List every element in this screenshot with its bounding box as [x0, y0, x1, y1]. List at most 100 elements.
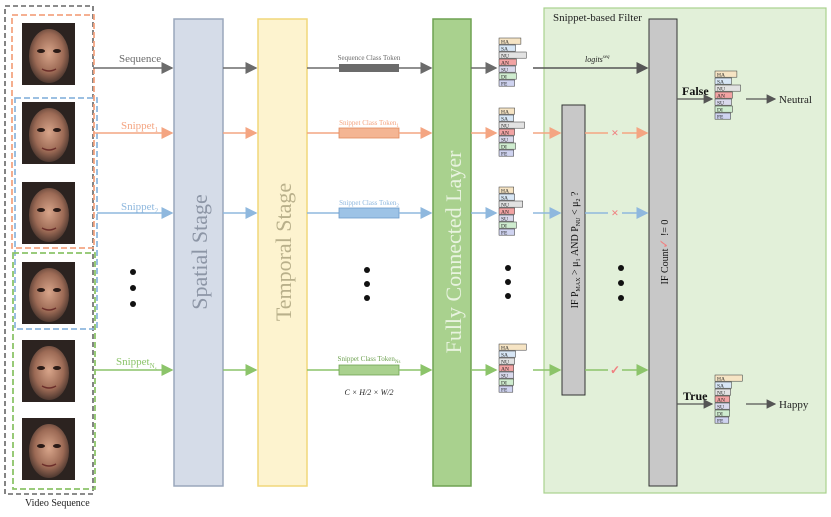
sequence-label: Sequence — [119, 53, 161, 65]
snippet1-label: Snippet1 — [121, 120, 159, 134]
temporal-stage-box — [257, 18, 308, 487]
ellipsis-middle — [364, 267, 370, 301]
prob-bar-label: SU — [501, 216, 508, 222]
prob-bar-an — [498, 58, 517, 66]
snippet1-reject-mark: × — [611, 125, 618, 140]
snippet2-label: Snippet2 — [121, 201, 159, 215]
prob-bar-di — [498, 72, 517, 80]
prob-bar-di — [498, 378, 514, 386]
prob-bar-label: DI — [501, 74, 507, 80]
prob-bar-ha — [714, 70, 738, 78]
snippet2-token-row: Snippet Class Token2 — [307, 199, 433, 219]
snippet1-token-label: Snippet Class Token1 — [339, 119, 399, 129]
filter-title: Snippet-based Filter — [553, 12, 642, 24]
prob-bar-label: AN — [717, 93, 725, 99]
true-label: True — [683, 389, 708, 403]
prob-bar-an — [498, 128, 515, 136]
ellipsis-filter — [618, 265, 624, 301]
prob-bar-an — [498, 364, 514, 372]
prob-bar-label: FE — [717, 418, 724, 424]
prob-bar-label: SU — [501, 137, 508, 143]
prob-bar-nu — [714, 84, 741, 92]
prob-bar-fe — [498, 149, 514, 157]
threshold-condition-box — [561, 104, 586, 396]
ellipsis-right — [505, 265, 511, 299]
prob-bar-di — [714, 105, 733, 113]
snippetN-token-row: Snippet Class TokenNs C × H/2 × W/2 — [307, 355, 433, 397]
face-frame — [22, 102, 75, 164]
happy-label: Happy — [779, 399, 809, 411]
snippetN-row-left: SnippetNs — [95, 356, 174, 376]
snippetN-border — [12, 252, 96, 490]
prob-bar-ha — [498, 37, 522, 45]
prob-bar-di — [714, 409, 730, 417]
prob-bar-sa — [498, 44, 516, 52]
prob-bar-label: FE — [501, 387, 508, 393]
prob-bar-label: SA — [501, 116, 508, 122]
prob-bar-label: FE — [501, 81, 508, 87]
sequence-row-left: Sequence — [93, 53, 174, 74]
prob-bar-label: DI — [501, 223, 507, 229]
prob-bar-label: AN — [501, 366, 509, 372]
threshold-condition-text: IF PMAX > μ1 AND PNU < μ2 ? — [570, 191, 582, 308]
face-frame — [22, 182, 75, 244]
prob-bar-label: SA — [717, 79, 724, 85]
prob-bar-fe — [498, 228, 515, 236]
sequence-token — [339, 64, 399, 72]
prob-bar-su — [714, 402, 730, 410]
prob-bar-label: AN — [501, 60, 509, 66]
prob-bar-label: SU — [717, 100, 724, 106]
prob-bar-nu — [498, 357, 515, 365]
prob-bar-label: AN — [501, 130, 509, 136]
prob-bar-label: NU — [501, 53, 509, 59]
snippetN-token — [338, 364, 400, 376]
prob-bar-label: SA — [501, 352, 508, 358]
prob-bar-fe — [498, 79, 515, 87]
snippet1-border — [11, 14, 95, 249]
ellipsis-left — [130, 269, 136, 307]
prob-bar-label: SU — [501, 67, 508, 73]
prob-bar-sa — [498, 114, 514, 122]
prob-bar-label: NU — [717, 390, 725, 396]
prob-bar-su — [498, 65, 516, 73]
prob-bar-label: DI — [717, 107, 723, 113]
prob-bar-label: NU — [717, 86, 725, 92]
false-label: False — [682, 84, 709, 98]
prob-bar-label: HA — [501, 188, 509, 194]
prob-bar-label: SA — [501, 46, 508, 52]
prob-bar-an — [498, 207, 515, 215]
snippet2-row-left: Snippet2 — [97, 201, 174, 219]
fc-layer-box — [432, 18, 472, 487]
prob-bar-sa — [498, 193, 515, 201]
sequence-token-row: Sequence Class Token — [307, 54, 433, 74]
prob-bar-label: SA — [501, 195, 508, 201]
temporal-stage-label: Temporal Stage — [271, 183, 296, 321]
prob-bar-label: HA — [717, 376, 725, 382]
spatial-stage-box — [173, 18, 224, 487]
prob-bar-label: DI — [501, 144, 507, 150]
prob-bar-sa — [498, 350, 516, 358]
face-frame — [22, 418, 75, 480]
video-sequence-border — [4, 5, 94, 495]
prob-bar-su — [498, 371, 514, 379]
prob-bar-nu — [498, 121, 525, 129]
prob-bar-label: AN — [717, 397, 725, 403]
prob-bar-label: NU — [501, 123, 509, 129]
face-frame — [22, 23, 75, 85]
prob-bar-label: HA — [501, 39, 509, 45]
prob-bar-label: DI — [717, 411, 723, 417]
face-frames — [22, 23, 75, 480]
snippet2-token-label: Snippet Class Token2 — [339, 199, 399, 209]
neutral-label: Neutral — [779, 94, 812, 106]
prob-bar-fe — [714, 112, 731, 120]
prob-bar-sa — [714, 77, 732, 85]
logits-label: logitsseq — [585, 55, 610, 64]
fc-layer-label: Fully Connected Layer — [441, 150, 466, 354]
prob-bar-label: SU — [501, 373, 508, 379]
prob-bar-fe — [498, 385, 514, 393]
